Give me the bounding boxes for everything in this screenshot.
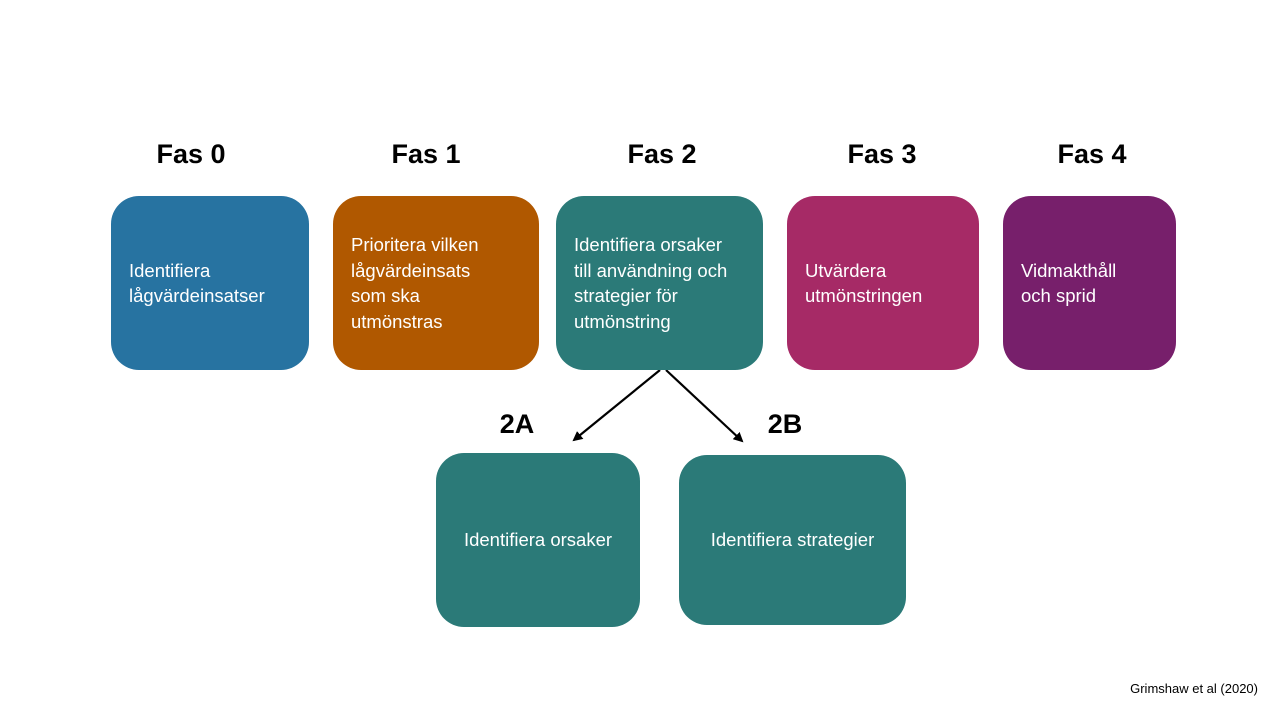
phase-4-text: Vidmakthåll och sprid xyxy=(1021,259,1117,307)
arrow-to-2a xyxy=(572,369,661,442)
phase-4-label: Fas 4 xyxy=(1057,139,1127,169)
phase-3-text: Utvärdera utmönstringen xyxy=(805,259,923,307)
phase-2-label: Fas 2 xyxy=(627,139,697,169)
phase-1-box: Prioritera vilken lågvärdeinsats som ska… xyxy=(333,196,539,370)
subphase-2b-text: Identifiera strategier xyxy=(710,529,875,551)
citation: Grimshaw et al (2020) xyxy=(1130,681,1258,696)
phase-0-label: Fas 0 xyxy=(156,139,226,169)
subphase-2b-label: 2B xyxy=(767,409,803,439)
phase-4-box: Vidmakthåll och sprid xyxy=(1003,196,1176,370)
phase-2-box: Identifiera orsaker till användning och … xyxy=(556,196,763,370)
phase-2-text: Identifiera orsaker till användning och … xyxy=(574,234,728,332)
subphase-2a-box: Identifiera orsaker xyxy=(436,453,640,627)
arrow-to-2b xyxy=(665,369,744,443)
phase-1-text: Prioritera vilken lågvärdeinsats som ska… xyxy=(351,234,479,332)
phase-1-label: Fas 1 xyxy=(391,139,461,169)
phase-0-text: Identifiera lågvärdeinsatser xyxy=(129,259,265,307)
phase-3-box: Utvärdera utmönstringen xyxy=(787,196,979,370)
subphase-2b-box: Identifiera strategier xyxy=(679,455,906,625)
phase-3-label: Fas 3 xyxy=(847,139,917,169)
subphase-2a-label: 2A xyxy=(499,409,535,439)
subphase-2a-text: Identifiera orsaker xyxy=(463,529,613,551)
phase-0-box: Identifiera lågvärdeinsatser xyxy=(111,196,309,370)
